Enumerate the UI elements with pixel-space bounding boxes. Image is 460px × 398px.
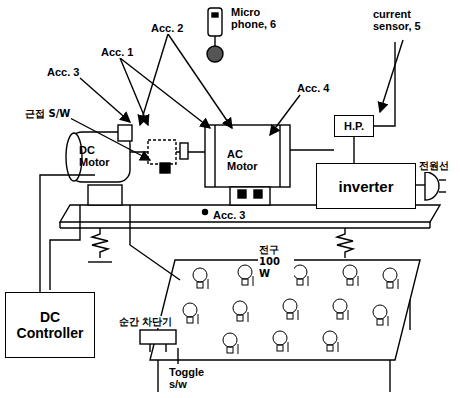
part-label: 전원선	[418, 160, 450, 172]
part-label: Toggle s/w	[168, 366, 214, 390]
part-label: Acc. 3	[46, 66, 80, 78]
part-label: Micro phone, 6	[230, 6, 292, 30]
device-box: DC Controller	[5, 292, 95, 358]
part-label: 근접 S/W	[24, 108, 71, 120]
part-label: 순간 차단기	[118, 316, 173, 328]
part-label: AC Motor	[226, 148, 272, 172]
part-label: Acc. 1	[100, 46, 134, 58]
part-label: Acc. 2	[150, 22, 184, 34]
part-label: Acc. 3	[212, 209, 246, 221]
part-label: 전구 100 W	[258, 244, 294, 280]
box-text: inverter	[338, 178, 393, 195]
part-label: DC Motor	[78, 144, 120, 168]
part-label: current sensor, 5	[372, 8, 436, 32]
device-box: inverter	[316, 163, 416, 209]
device-box: H.P.	[334, 115, 374, 137]
part-label: Acc. 4	[296, 82, 330, 94]
wire-connector	[353, 137, 354, 163]
box-text: H.P.	[344, 120, 364, 132]
box-text: DC Controller	[15, 309, 85, 341]
